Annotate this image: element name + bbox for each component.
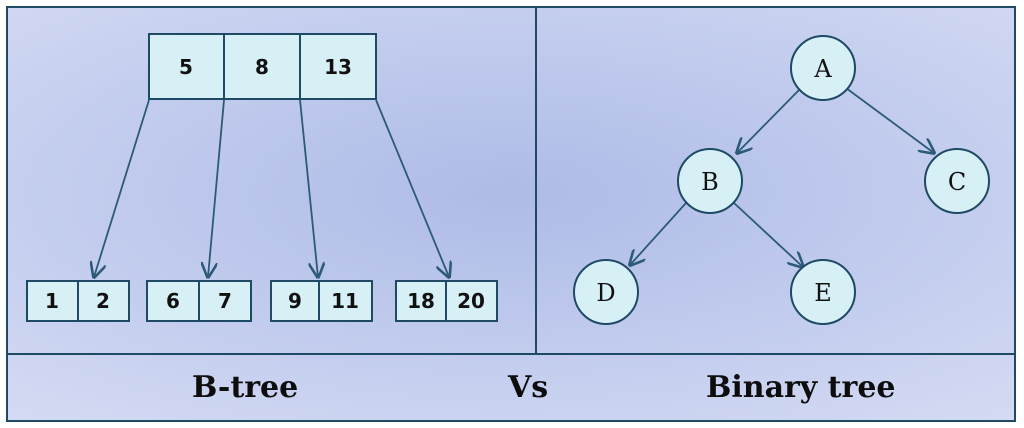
btree-leaf-node: 18 20 xyxy=(395,280,498,322)
btree-leaf-key-box xyxy=(77,280,130,322)
binary-tree-node-label: B xyxy=(701,168,719,196)
btree-leaf-key: 20 xyxy=(457,289,485,313)
btree-leaf-node: 1 2 xyxy=(26,280,130,322)
btree-leaf-key-box xyxy=(146,280,200,322)
btree-root-key-box xyxy=(223,33,301,100)
btree-root-node: 5 8 13 xyxy=(148,33,377,100)
btree-leaf-key: 18 xyxy=(407,289,435,313)
btree-root-key-box xyxy=(299,33,377,100)
btree-leaf-node: 6 7 xyxy=(146,280,252,322)
btree-root-key: 13 xyxy=(324,55,352,79)
btree-leaf-node: 9 11 xyxy=(270,280,373,322)
btree-leaf-key-box xyxy=(395,280,447,322)
btree-root-key: 8 xyxy=(255,55,269,79)
binary-tree-node-circle xyxy=(924,148,990,214)
btree-leaf-key: 1 xyxy=(45,289,59,313)
binary-tree-node-d: D xyxy=(573,259,639,325)
binary-tree-node-label: E xyxy=(814,279,832,307)
binary-tree-edge-arrow xyxy=(733,202,803,267)
btree-leaf-key: 7 xyxy=(218,289,232,313)
binary-tree-node-circle xyxy=(790,259,856,325)
btree-root-key: 5 xyxy=(179,55,193,79)
btree-leaf-key: 2 xyxy=(96,289,110,313)
binary-tree-edge-arrow xyxy=(845,87,934,153)
binary-tree-node-e: E xyxy=(790,259,856,325)
binary-tree-node-a: A xyxy=(790,35,856,101)
btree-leaf-key-box xyxy=(270,280,320,322)
binary-tree-node-label: C xyxy=(948,168,966,196)
binary-tree-node-b: B xyxy=(677,148,743,214)
btree-leaf-key: 11 xyxy=(331,289,359,313)
btree-child-pointer-arrow xyxy=(375,99,449,277)
btree-child-pointer-arrow xyxy=(94,99,150,277)
btree-child-pointer-arrow xyxy=(208,99,225,277)
binary-tree-node-label: D xyxy=(596,279,615,307)
vs-caption: Vs xyxy=(508,370,549,405)
binary-tree-node-label: A xyxy=(813,55,832,83)
btree-child-pointer-arrow xyxy=(299,99,318,277)
binary-tree-node-circle xyxy=(790,35,856,101)
btree-leaf-key: 9 xyxy=(288,289,302,313)
btree-leaf-key: 6 xyxy=(166,289,180,313)
btree-leaf-key-box xyxy=(198,280,252,322)
btree-leaf-key-box xyxy=(318,280,373,322)
binary-tree-caption: Binary tree xyxy=(706,370,896,405)
binary-tree-node-c: C xyxy=(924,148,990,214)
binary-tree-node-circle xyxy=(573,259,639,325)
btree-caption: B-tree xyxy=(192,370,299,405)
binary-tree-edge-arrow xyxy=(737,89,800,153)
binary-tree-edge-arrow xyxy=(630,202,687,265)
binary-tree-node-circle xyxy=(677,148,743,214)
btree-leaf-key-box xyxy=(445,280,498,322)
